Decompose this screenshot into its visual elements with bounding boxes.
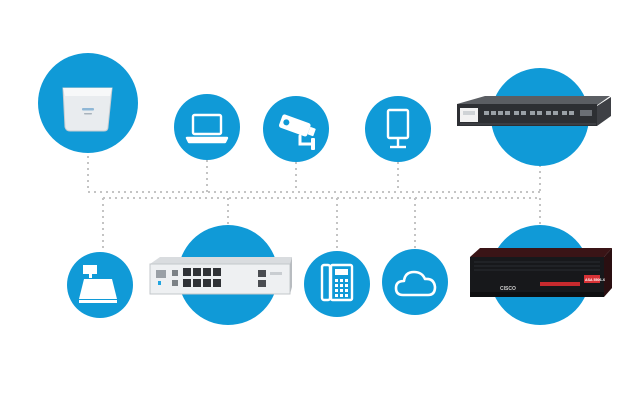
node-firewall-appliance: CISCO ASA 5506-X [470, 225, 612, 325]
connector-lines [87, 150, 541, 252]
node-cloud [382, 249, 448, 315]
node-ip-phone [304, 251, 370, 317]
node-circle [365, 96, 431, 162]
node-circle [174, 94, 240, 160]
firewall-brand-label: CISCO [500, 286, 516, 292]
pos-register-icon [79, 265, 117, 303]
node-point-of-sale [67, 252, 133, 318]
laptop-icon [185, 113, 229, 144]
firewall-device: CISCO ASA 5506-X [470, 248, 612, 297]
node-wireless-access-point [38, 53, 138, 153]
camera-icon [279, 114, 316, 150]
node-router-appliance [457, 68, 611, 166]
cloud-icon [394, 270, 437, 297]
phone-icon [320, 263, 354, 302]
display-icon [386, 108, 410, 149]
firewall-model-label: ASA 5506-X [585, 278, 606, 282]
access-point-device [62, 87, 113, 132]
switch-device [149, 257, 292, 295]
node-security-camera [263, 96, 329, 162]
node-network-switch [149, 225, 292, 325]
node-laptop [174, 94, 240, 160]
node-kiosk-display [365, 96, 431, 162]
router-device [457, 96, 611, 126]
node-circle [382, 249, 448, 315]
